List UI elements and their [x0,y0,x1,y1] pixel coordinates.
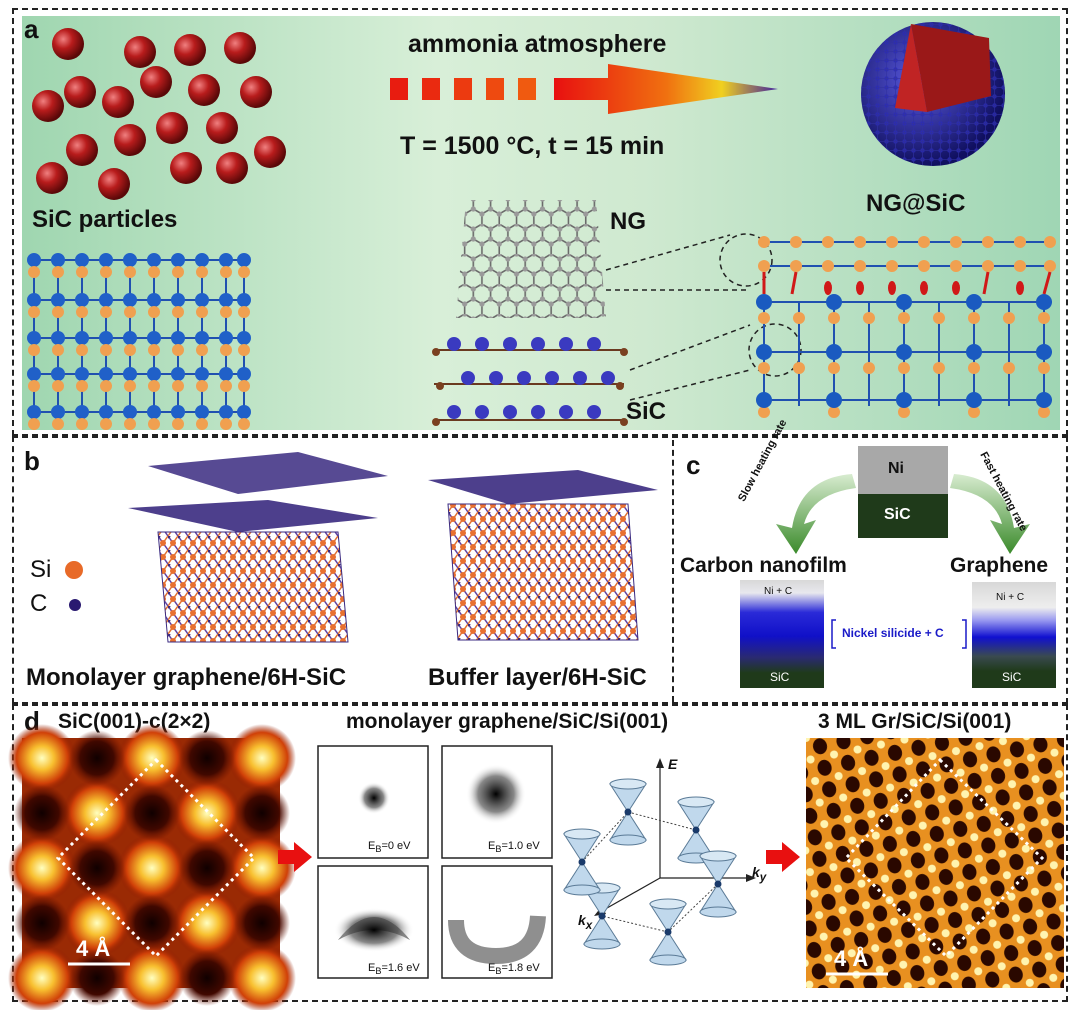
caption-buffer: Buffer layer/6H-SiC [428,664,647,692]
sic-particles [22,20,322,220]
particle [36,162,68,194]
sic-lattice-left [24,252,254,428]
red-arrow-left [278,842,312,872]
monolayer-graphene-structure [128,452,398,652]
particle [224,32,256,64]
particle [98,168,130,200]
panel-b-label: b [24,446,40,477]
axis-kx-label: kx [578,912,592,932]
dirac-cones [560,756,760,976]
particle [206,112,238,144]
right-scale-bar-label: 4 Å [834,946,868,972]
arrow-top-text: ammonia atmosphere [408,30,666,59]
legend-si-label: Si [30,556,51,584]
particle [102,86,134,118]
legend-si-dot [64,560,84,580]
graphene-title: Graphene [950,554,1048,578]
arpes-label-2: EB=1.6 eV [368,962,420,976]
right-stm-title: 3 ML Gr/SiC/Si(001) [818,710,1011,734]
panel-bc-divider [672,440,674,702]
caption-monolayer: Monolayer graphene/6H-SiC [26,664,346,692]
nickel-silicide-brackets [830,618,970,658]
particle [254,136,286,168]
axis-ky-label: ky [752,864,766,884]
left-sic-label: SiC [770,670,789,684]
buffer-layer-structure [428,470,658,650]
left-ni-c-label: Ni + C [764,586,792,597]
particle [216,152,248,184]
red-arrow-right [766,842,800,872]
particle [66,134,98,166]
carbon-nanofilm-title: Carbon nanofilm [680,554,847,578]
left-stm-image [22,738,280,988]
particle [124,36,156,68]
sic-particles-label: SiC particles [32,206,177,234]
particle [52,28,84,60]
interface-lattice [752,236,1062,416]
particle [114,124,146,156]
right-sic-label: SiC [1002,670,1021,684]
particle [156,112,188,144]
particle [32,90,64,122]
particle [174,34,206,66]
legend-c-dot [68,598,84,614]
ng-graphene-sheet [456,194,606,324]
arpes-label-1: EB=1.0 eV [488,840,540,854]
arrow-bottom-text: T = 1500 °C, t = 15 min [400,132,664,161]
panel-c-label: c [686,450,700,481]
legend-c-label: C [30,590,47,618]
arpes-panels [316,744,556,994]
axis-e-label: E [668,756,677,772]
arpes-label-3: EB=1.8 eV [488,962,540,976]
particle [240,76,272,108]
left-scale-bar-label: 4 Å [76,936,110,962]
heating-arrows [740,448,1080,558]
process-arrow [388,64,788,124]
ng-sic-sphere [855,20,1015,170]
right-ni-c-label: Ni + C [996,592,1024,603]
particle [188,74,220,106]
arpes-title: monolayer graphene/SiC/Si(001) [346,710,668,734]
arpes-label-0: EB=0 eV [368,840,411,854]
particle [140,66,172,98]
particle [170,152,202,184]
particle [64,76,96,108]
